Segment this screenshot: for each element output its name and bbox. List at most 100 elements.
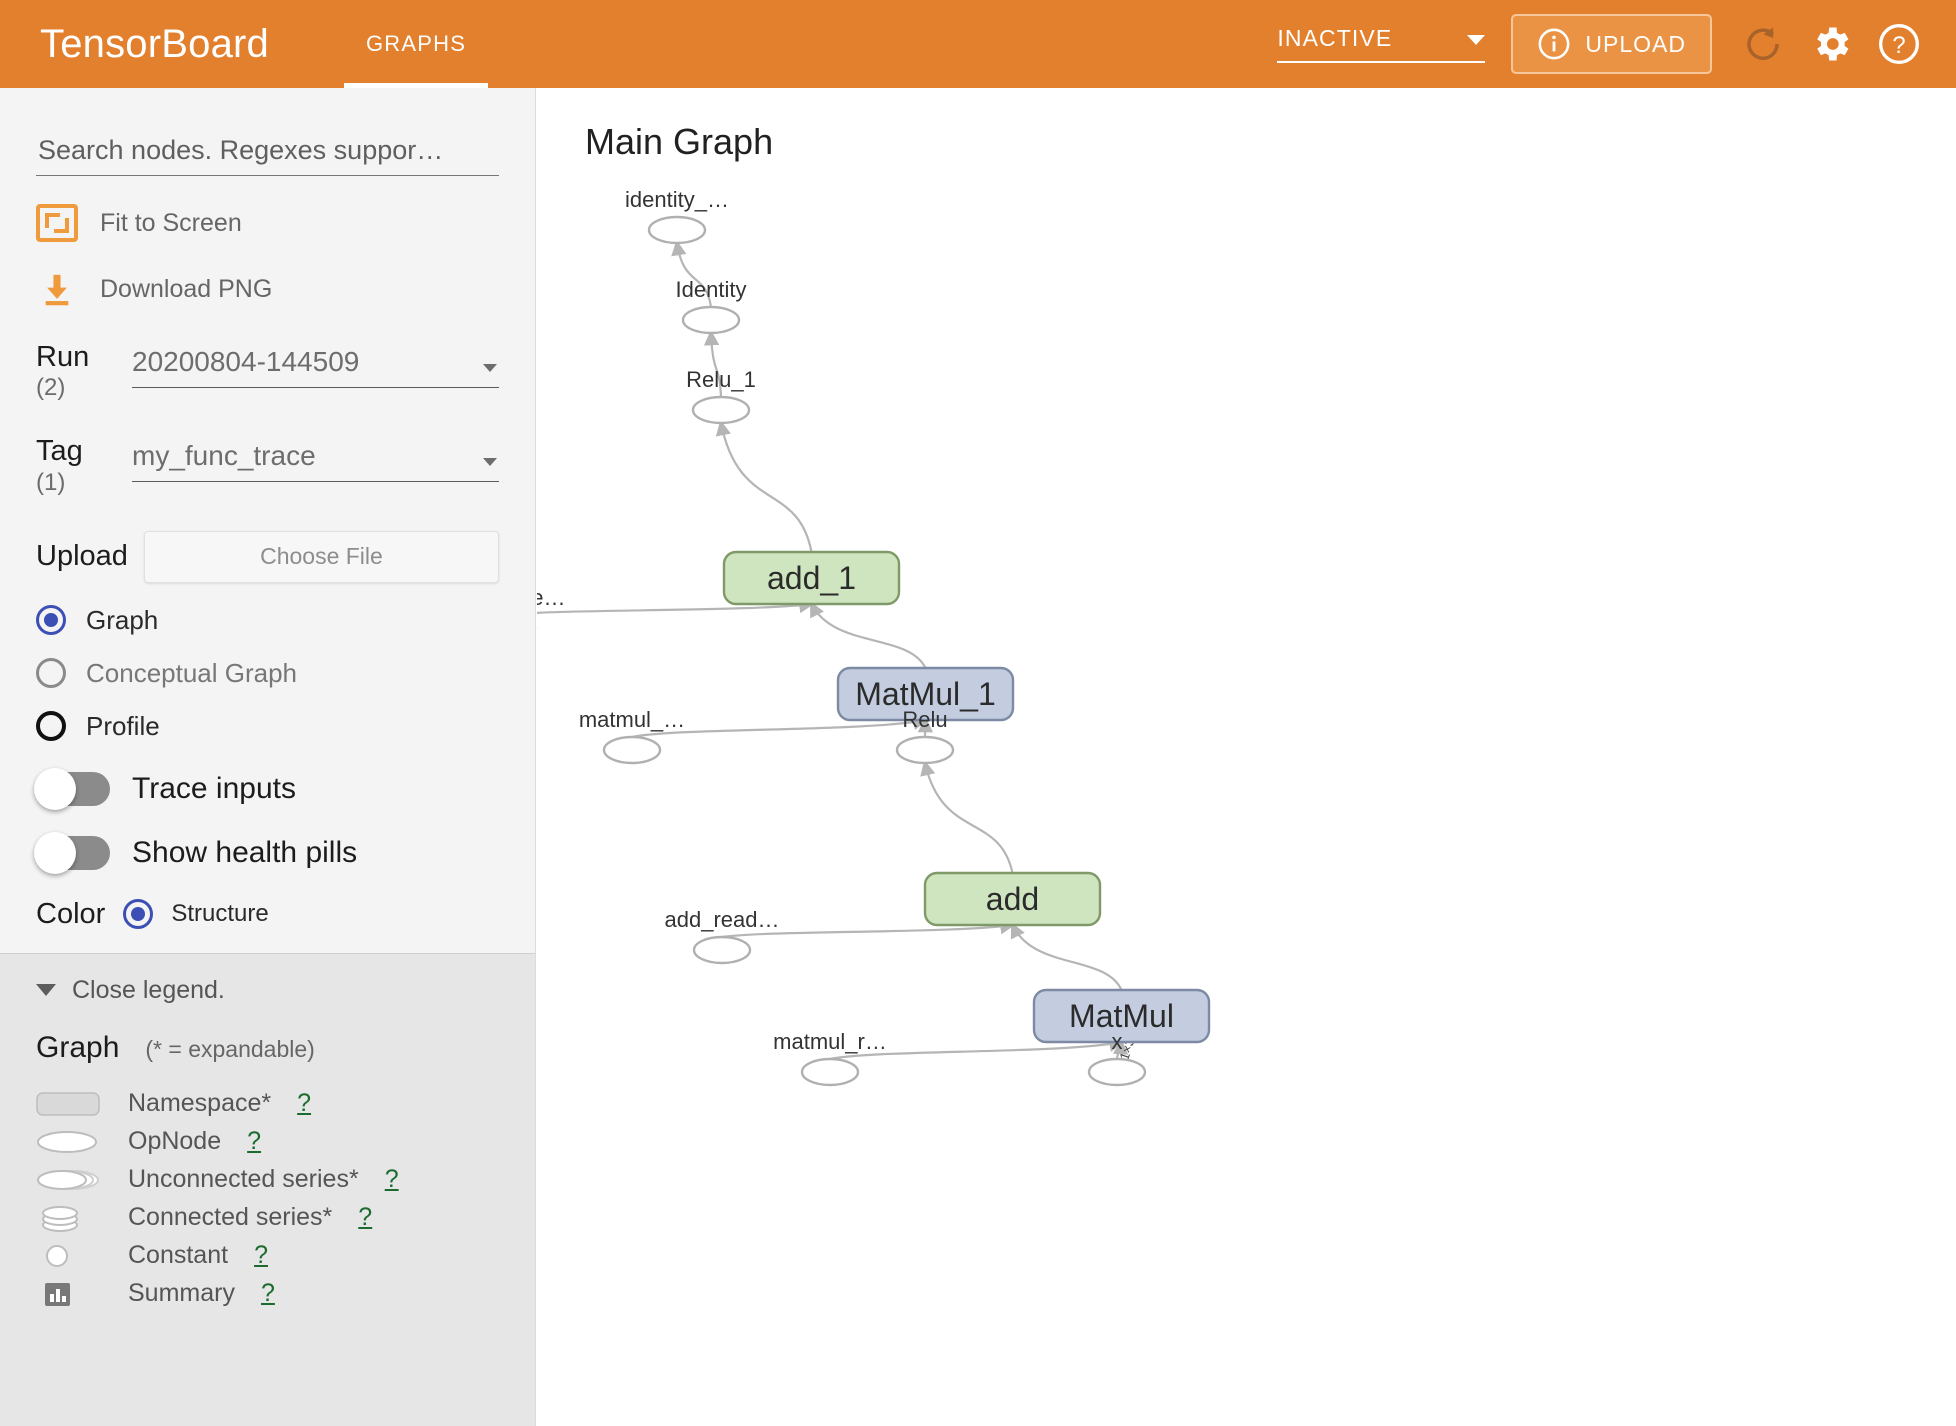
tag-label: Tag: [36, 435, 83, 468]
legend-item-connected-series: Connected series* ?: [36, 1199, 499, 1237]
graph-edge: [715, 419, 813, 553]
tag-label-col: Tag (1): [36, 436, 132, 496]
graph-type-conceptual-label: Conceptual Graph: [86, 657, 298, 688]
legend-help-connected-series[interactable]: ?: [358, 1203, 373, 1232]
graph-node-label: Relu: [902, 707, 947, 732]
run-count: (2): [36, 374, 66, 402]
graph-node-add_1[interactable]: add_1: [722, 550, 901, 606]
legend-subtitle: (* = expandable): [145, 1035, 315, 1062]
fit-to-screen-icon: [36, 204, 78, 242]
graph-edge: [1112, 1038, 1129, 1060]
page-title: Main Graph: [585, 121, 774, 162]
graph-edge: [810, 601, 927, 669]
graph-edge: [703, 329, 723, 398]
search-field[interactable]: [36, 134, 499, 176]
chevron-down-icon: [483, 364, 497, 372]
tag-field: Tag (1) my_func_trace: [36, 436, 499, 496]
color-field: Color Structure: [36, 898, 499, 931]
graph-type-profile-label: Profile: [86, 710, 160, 741]
refresh-button[interactable]: [1734, 15, 1792, 73]
graph-node-label: Relu_1: [686, 367, 756, 392]
chevron-down-icon: [483, 458, 497, 467]
run-status-dropdown[interactable]: INACTIVE: [1277, 25, 1486, 63]
graph-node-MatMul_1[interactable]: MatMul_1: [836, 666, 1015, 722]
legend-help-unconnected-series[interactable]: ?: [384, 1165, 399, 1194]
legend-help-namespace[interactable]: ?: [297, 1089, 312, 1118]
legend-help-opnode[interactable]: ?: [247, 1127, 262, 1156]
download-icon: [36, 270, 78, 308]
sidebar-controls: Fit to Screen Download PNG Run (2): [0, 134, 535, 931]
tag-select-value: my_func_trace: [132, 440, 316, 472]
graph-edge: [1010, 922, 1123, 991]
gear-icon: [1817, 27, 1849, 61]
toggle-switch-icon: [34, 831, 110, 874]
trace-inputs-toggle[interactable]: Trace inputs: [34, 767, 499, 810]
graph-edge: [537, 597, 815, 614]
tag-select[interactable]: my_func_trace: [132, 440, 499, 483]
upload-button[interactable]: UPLOAD: [1511, 14, 1712, 74]
legend-item-opnode: OpNode ?: [36, 1123, 499, 1161]
graph-edge: [631, 714, 929, 739]
graph-node-add[interactable]: add: [923, 871, 1102, 927]
graph-node-add_1_read[interactable]: add_1_re…: [537, 585, 565, 641]
graph-node-identity_out[interactable]: identity_…: [625, 187, 729, 245]
graph-edge: [920, 759, 1014, 874]
upload-field: Upload Choose File: [36, 530, 499, 583]
fit-to-screen-action[interactable]: Fit to Screen: [36, 204, 499, 242]
download-png-action[interactable]: Download PNG: [36, 270, 499, 308]
app-header: TensorBoard GRAPHS INACTIVE UPLOAD: [0, 0, 1956, 88]
graph-node-x[interactable]: x: [1087, 1029, 1147, 1087]
run-status-label: INACTIVE: [1277, 25, 1393, 51]
graph-node-add_read[interactable]: add_read…: [665, 907, 780, 965]
choose-file-button[interactable]: Choose File: [143, 530, 499, 583]
help-button[interactable]: ?: [1870, 15, 1928, 73]
legend-items: Namespace* ? OpNode ?: [36, 1085, 499, 1313]
run-field: Run (2) 20200804-144509: [36, 342, 499, 402]
info-icon: [1538, 28, 1570, 60]
summary-swatch-icon: [36, 1280, 102, 1308]
search-input[interactable]: [36, 134, 499, 167]
graph-edge: [829, 1036, 1125, 1061]
graph-node-label: add_read…: [665, 907, 780, 932]
legend-item-unconnected-series: Unconnected series* ?: [36, 1161, 499, 1199]
legend-help-summary[interactable]: ?: [260, 1279, 275, 1308]
upload-button-label: UPLOAD: [1585, 30, 1686, 57]
close-legend-button[interactable]: Close legend.: [36, 976, 499, 1005]
radio-conceptual-graph-icon: [36, 658, 66, 689]
graph-node-label: matmul_…: [579, 707, 685, 732]
graph-node-Relu_1[interactable]: Relu_1: [686, 367, 756, 425]
graph-node-label: add: [986, 881, 1039, 917]
graph-node-Relu[interactable]: Relu: [895, 707, 955, 765]
radio-profile-icon: [36, 711, 66, 742]
graph-node-MatMul[interactable]: MatMul: [1032, 988, 1211, 1044]
settings-button[interactable]: [1802, 15, 1860, 73]
constant-swatch-icon: [36, 1243, 102, 1269]
graph-type-graph[interactable]: Graph: [36, 605, 499, 636]
legend-label-summary: Summary: [128, 1279, 235, 1308]
graph-node-Identity[interactable]: Identity: [676, 277, 747, 335]
graph-node-label: identity_…: [625, 187, 729, 212]
fit-to-screen-label: Fit to Screen: [100, 208, 242, 237]
main-graph-svg[interactable]: 1×3 identity_…IdentityRelu_1add_1add_1_r…: [537, 88, 1956, 1426]
color-structure-label: Structure: [171, 900, 269, 928]
graph-node-matmul_read[interactable]: matmul_r…: [773, 1029, 887, 1087]
radio-structure-icon[interactable]: [123, 899, 154, 930]
graph-node-label: matmul_r…: [773, 1029, 887, 1054]
legend-header: Graph (* = expandable): [36, 1031, 499, 1065]
tab-graphs[interactable]: GRAPHS: [344, 0, 489, 88]
graph-type-profile[interactable]: Profile: [36, 711, 499, 742]
show-health-pills-toggle[interactable]: Show health pills: [34, 831, 499, 874]
legend-title: Graph: [36, 1030, 120, 1064]
run-select-col: 20200804-144509: [132, 342, 499, 388]
graph-type-graph-label: Graph: [86, 604, 159, 635]
run-label-col: Run (2): [36, 342, 132, 402]
svg-text:?: ?: [1892, 32, 1905, 59]
run-select[interactable]: 20200804-144509: [132, 346, 499, 388]
legend-help-constant[interactable]: ?: [254, 1241, 268, 1270]
tag-count: (1): [36, 468, 66, 496]
graph-node-matmul_read_1[interactable]: matmul_…: [579, 707, 685, 765]
graph-type-conceptual[interactable]: Conceptual Graph: [36, 658, 499, 689]
